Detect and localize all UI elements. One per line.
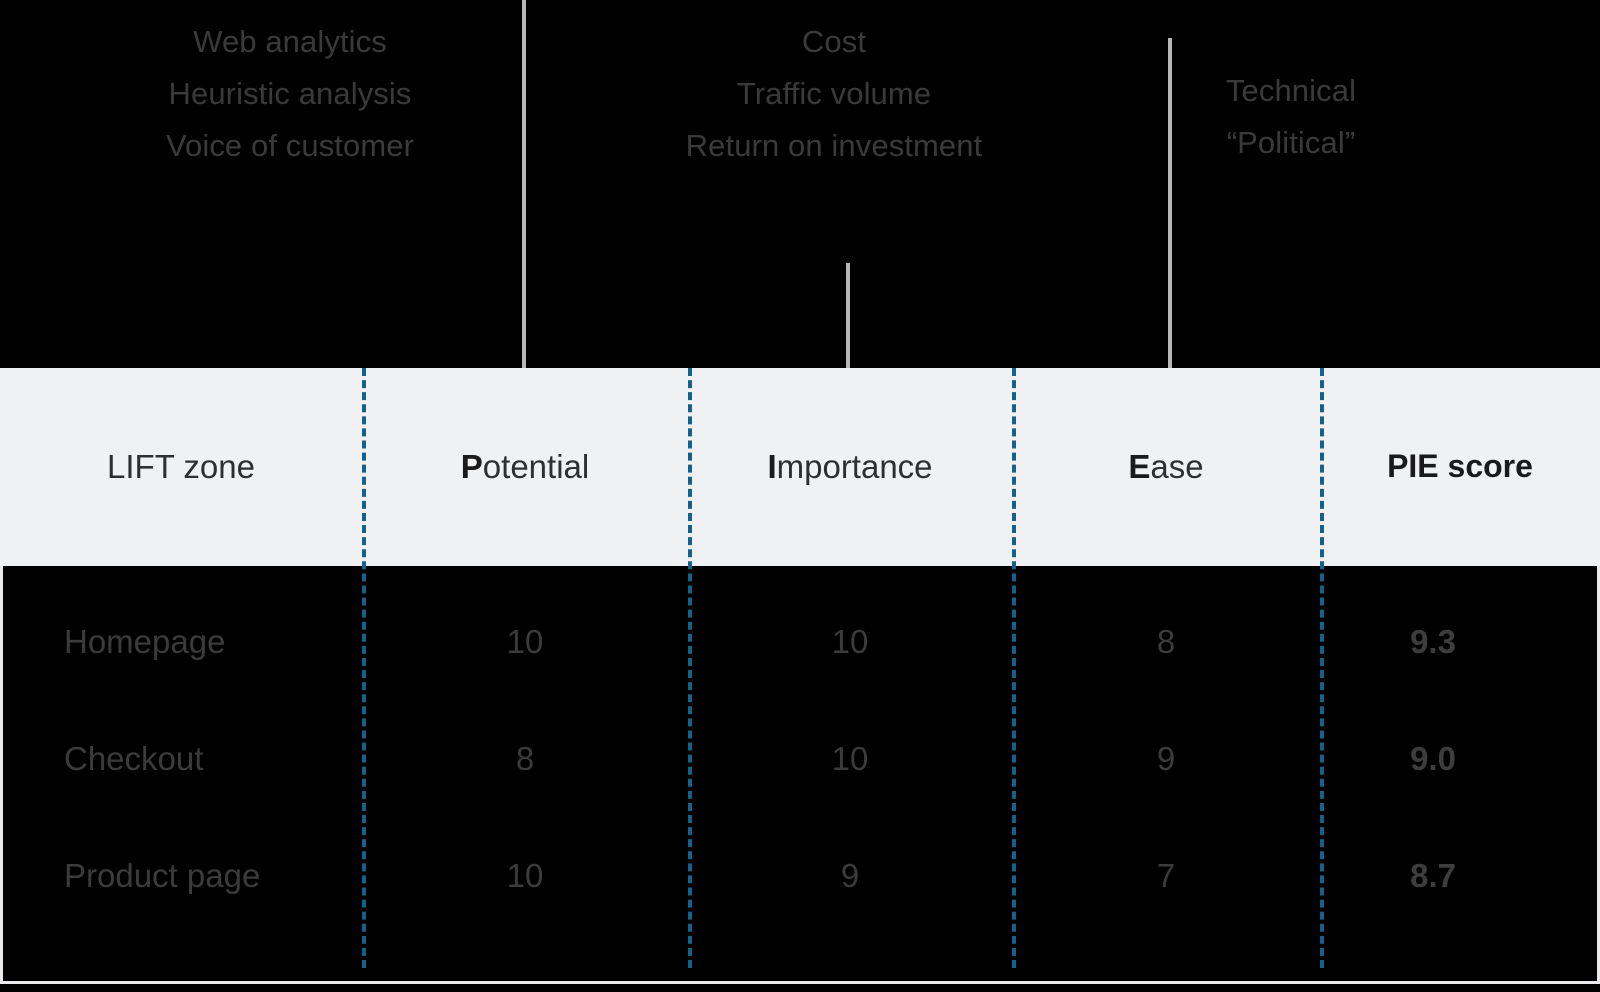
row-2-potential: 10 xyxy=(506,857,544,894)
potential-callout-line-1: Web analytics xyxy=(193,24,387,59)
table-frame-bottom xyxy=(0,981,1600,984)
row-2-zone: Product page xyxy=(64,857,261,894)
table-header-row: LIFT zone Potential Importance Ease PIE … xyxy=(0,368,1600,566)
importance-callout-line-1: Cost xyxy=(801,24,867,59)
row-1-potential: 8 xyxy=(515,740,535,777)
row-2-importance: 9 xyxy=(840,857,860,894)
column-header-lift-zone-label: LIFT zone xyxy=(107,447,255,485)
column-header-importance: Importance xyxy=(688,368,1012,566)
ease-callout: Technical “Political” xyxy=(1196,67,1386,171)
column-header-lift-zone: LIFT zone xyxy=(0,368,362,566)
leader-line-potential xyxy=(522,0,526,407)
table-frame-left xyxy=(0,566,3,984)
column-divider-1 xyxy=(362,368,366,968)
column-header-potential: Potential xyxy=(362,368,688,566)
leader-line-importance xyxy=(846,263,850,408)
column-header-importance-initial: I xyxy=(767,447,777,485)
column-divider-2 xyxy=(688,368,692,968)
row-1-ease: 9 xyxy=(1156,740,1176,777)
importance-callout-line-2: Traffic volume xyxy=(736,76,932,111)
column-header-ease-label: ase xyxy=(1150,447,1204,485)
potential-callout-line-2: Heuristic analysis xyxy=(168,76,412,111)
row-1-importance: 10 xyxy=(831,740,869,777)
table-frame-right xyxy=(1597,566,1600,984)
column-header-potential-label: otential xyxy=(482,447,590,485)
column-header-ease-initial: E xyxy=(1128,447,1151,485)
potential-callout: Web analytics Heuristic analysis Voice o… xyxy=(60,18,520,174)
row-1-pie-score: 9.0 xyxy=(1410,740,1456,777)
row-0-ease: 8 xyxy=(1156,623,1176,660)
importance-callout-line-3: Return on investment xyxy=(685,128,983,163)
row-1-zone: Checkout xyxy=(64,740,204,777)
row-2-ease: 7 xyxy=(1156,857,1176,894)
column-divider-4 xyxy=(1320,368,1324,968)
leader-line-ease xyxy=(1168,38,1172,408)
row-0-potential: 10 xyxy=(506,623,544,660)
column-header-potential-initial: P xyxy=(460,447,483,485)
ease-callout-line-1: Technical xyxy=(1225,73,1357,108)
table-body: Homepage 10 10 8 9.3 Checkout 8 10 9 9.0… xyxy=(0,566,1600,983)
column-header-pie-score-label: PIE score xyxy=(1387,448,1533,485)
row-0-zone: Homepage xyxy=(64,623,226,660)
column-header-importance-label: mportance xyxy=(776,447,933,485)
ease-callout-line-2: “Political” xyxy=(1226,125,1356,160)
row-0-pie-score: 9.3 xyxy=(1410,623,1456,660)
column-header-pie-score: PIE score xyxy=(1320,368,1600,566)
column-header-ease: Ease xyxy=(1012,368,1320,566)
row-2-pie-score: 8.7 xyxy=(1410,857,1456,894)
potential-callout-line-3: Voice of customer xyxy=(165,128,415,163)
importance-callout: Cost Traffic volume Return on investment xyxy=(586,18,1082,174)
column-divider-3 xyxy=(1012,368,1016,968)
row-0-importance: 10 xyxy=(831,623,869,660)
